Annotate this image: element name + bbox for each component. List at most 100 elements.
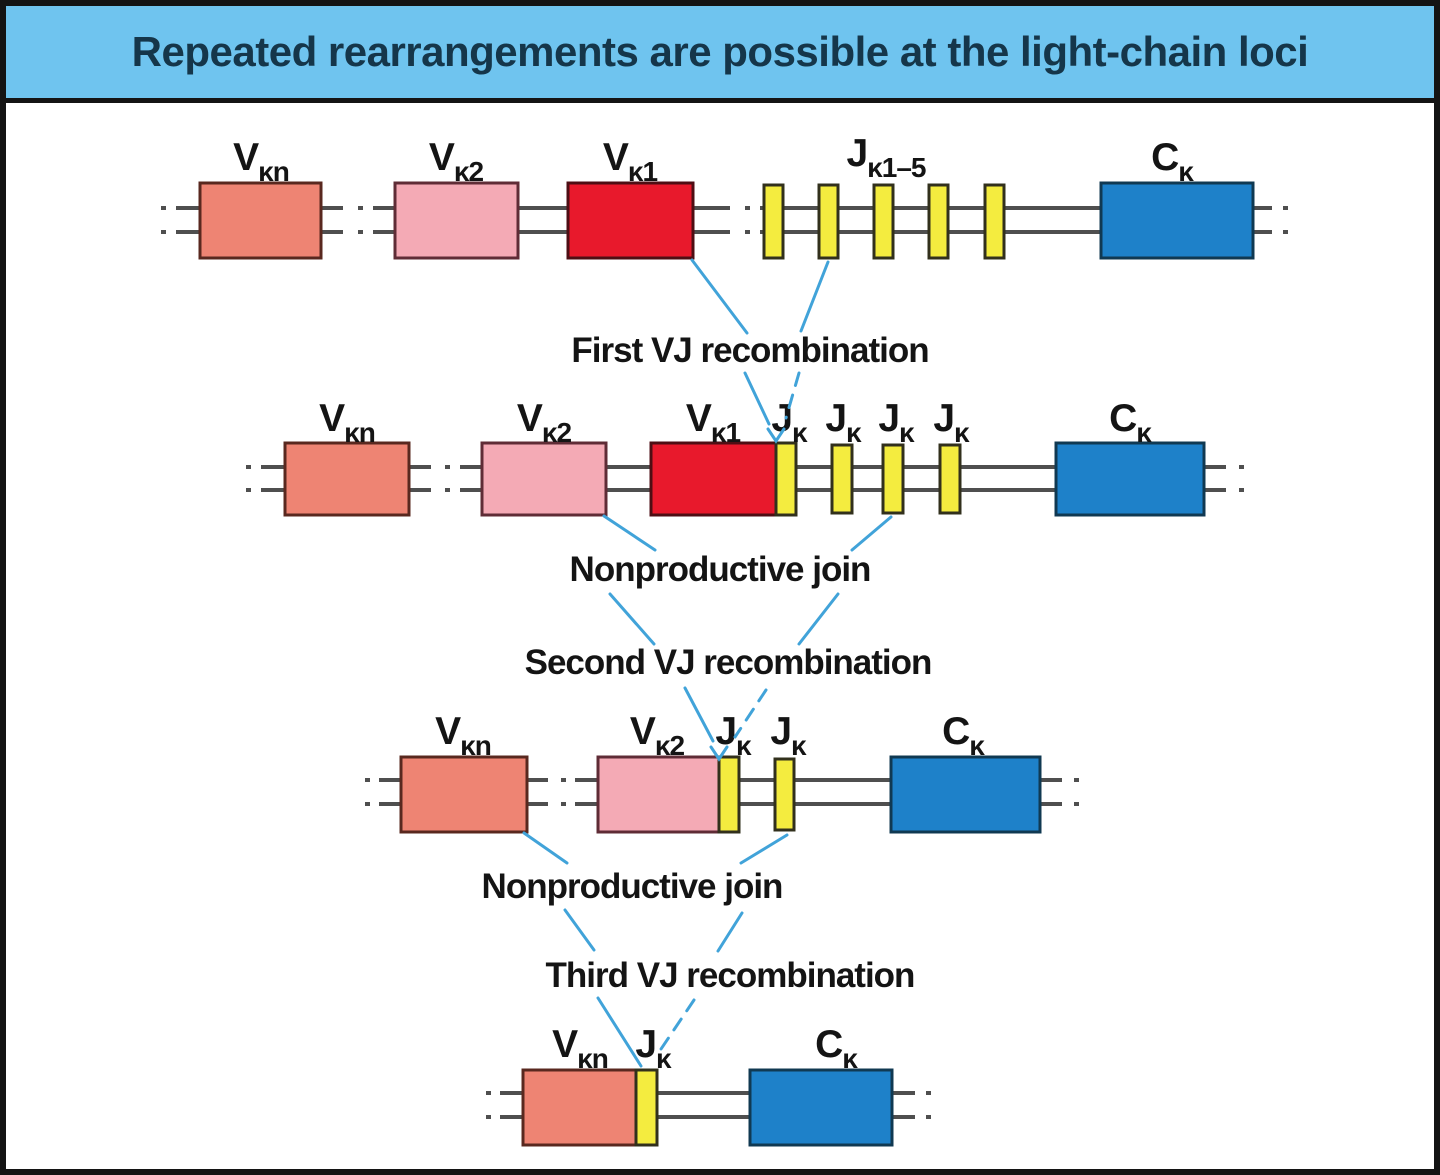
annotation-nonproductive-join-2: Nonproductive join <box>482 867 783 906</box>
gene-box-c-k-r3 <box>889 755 1042 834</box>
gene-label-v-kn-r3: Vκn <box>435 710 491 761</box>
label-sub: κn <box>344 417 375 448</box>
connector-j-to-nonproductive-1 <box>850 515 893 552</box>
label-sub: κ <box>954 417 970 448</box>
gene-box-c-k-r1 <box>1099 181 1255 260</box>
gene-box-v-kn-r3 <box>399 755 529 834</box>
annotation-second-vj-recombination: Second VJ recombination <box>525 643 932 682</box>
junction-caret-r2 <box>766 427 786 444</box>
label-sub: κ2 <box>655 730 685 761</box>
gene-box-v-k2-r3 <box>596 755 721 834</box>
connector-third-vj-to-join <box>596 996 643 1068</box>
gene-label-v-k2-r1: Vκ2 <box>429 136 484 187</box>
gene-label-v-k2-r2: Vκ2 <box>517 397 572 448</box>
gene-label-v-kn-r1: Vκn <box>233 136 289 187</box>
connector-j-to-first-vj <box>799 260 830 333</box>
j-segment-bar-r2-3 <box>938 443 962 515</box>
gene-box-v-kn-r2 <box>283 441 411 517</box>
gene-label-j-k-r2-1: Jκ <box>825 397 862 448</box>
connector-second-vj-to-join-dashed <box>733 688 768 739</box>
label-sub: κ <box>792 417 808 448</box>
locus-row-4-third-rearrangement: Vκn Jκ Cκ <box>521 1023 894 1147</box>
gene-box-v-k1-r1 <box>566 181 695 260</box>
gene-label-j-k-r4-0: Jκ <box>635 1023 672 1074</box>
label-sub: κn <box>460 730 491 761</box>
label-main: J <box>846 132 867 175</box>
label-main: V <box>319 397 345 440</box>
connector-vn-to-nonproductive-2 <box>522 831 569 865</box>
gene-box-c-k-r4 <box>748 1068 894 1147</box>
j-segment-joined-r3 <box>717 755 741 834</box>
junction-caret-r3 <box>709 745 729 762</box>
label-sub: κ <box>846 417 862 448</box>
j-segment-bar-r1-1 <box>762 183 785 260</box>
connector-nonproductive-2-to-third-vj-left <box>563 908 596 952</box>
gene-label-v-k2-r3: Vκ2 <box>630 710 685 761</box>
label-main: J <box>635 1023 656 1066</box>
label-sub: κ <box>791 730 807 761</box>
gene-label-j-k-r3-1: Jκ <box>770 710 807 761</box>
gene-label-j-k-r3-0: Jκ <box>715 710 752 761</box>
gene-label-v-kn-r2: Vκn <box>319 397 375 448</box>
label-main: V <box>429 136 455 179</box>
label-main: C <box>942 710 970 753</box>
locus-row-3-second-rearrangement: Vκn Vκ2 Jκ Jκ Cκ <box>399 710 1042 834</box>
gene-box-v-k1-r2 <box>649 441 778 517</box>
j-segment-bar-r2-2 <box>881 443 905 515</box>
connector-first-vj-to-join <box>743 371 771 426</box>
j-segment-bar-r1-3 <box>872 183 895 260</box>
connector-nonproductive-1-to-second-vj-right <box>797 592 840 646</box>
connector-first-vj-to-join-dashed <box>784 371 801 420</box>
j-segment-bar-r3-1 <box>773 757 796 832</box>
label-sub: κ1–5 <box>867 152 926 183</box>
gene-label-c-k-r4: Cκ <box>815 1023 858 1074</box>
connector-v2-to-nonproductive-1 <box>602 514 657 552</box>
label-main: J <box>715 710 736 753</box>
gene-box-c-k-r2 <box>1054 441 1206 517</box>
label-sub: κ1 <box>628 156 658 187</box>
j-segment-bar-r1-2 <box>817 183 840 260</box>
label-main: V <box>686 397 712 440</box>
connector-v1-to-first-vj <box>690 258 749 335</box>
label-sub: κ <box>1178 156 1194 187</box>
gene-label-j-k-r2-3: Jκ <box>933 397 970 448</box>
label-sub: κ <box>969 730 985 761</box>
label-main: V <box>630 710 656 753</box>
label-main: V <box>603 136 629 179</box>
label-sub: κ <box>1136 417 1152 448</box>
label-sub: κ2 <box>542 417 572 448</box>
locus-row-2-first-rearrangement: Vκn Vκ2 Vκ1 Jκ Jκ Jκ Jκ Cκ <box>283 397 1206 517</box>
label-main: J <box>878 397 899 440</box>
gene-box-v-k2-r1 <box>393 181 520 260</box>
annotation-nonproductive-join-1: Nonproductive join <box>570 550 871 589</box>
connector-j-to-nonproductive-2 <box>739 833 789 865</box>
label-sub: κn <box>258 156 289 187</box>
gene-label-v-k1-r2: Vκ1 <box>686 397 741 448</box>
j-segment-joined-r4 <box>634 1068 659 1147</box>
figure-title: Repeated rearrangements are possible at … <box>131 28 1309 75</box>
gene-label-v-k1-r1: Vκ1 <box>603 136 658 187</box>
j-segment-joined-r2 <box>774 441 798 517</box>
gene-label-j-k-r2-2: Jκ <box>878 397 915 448</box>
gene-label-j-k1-5-r1: Jκ1–5 <box>846 132 925 183</box>
label-main: V <box>233 136 259 179</box>
connector-nonproductive-2-to-third-vj-right <box>716 911 744 953</box>
gene-label-c-k-r3: Cκ <box>942 710 985 761</box>
gene-box-v-kn-r1 <box>198 181 323 260</box>
label-sub: κ <box>899 417 915 448</box>
gene-box-v-k2-r2 <box>480 441 608 517</box>
label-sub: κ <box>736 730 752 761</box>
gene-label-c-k-r2: Cκ <box>1109 397 1152 448</box>
label-main: V <box>517 397 543 440</box>
label-sub: κ1 <box>711 417 741 448</box>
j-segment-bar-r1-5 <box>983 183 1006 260</box>
annotation-third-vj-recombination: Third VJ recombination <box>546 956 915 995</box>
annotation-first-vj-recombination: First VJ recombination <box>571 331 928 370</box>
label-main: C <box>1151 136 1179 179</box>
gene-label-c-k-r1: Cκ <box>1151 136 1194 187</box>
label-main: V <box>552 1023 578 1066</box>
header-banner: Repeated rearrangements are possible at … <box>6 6 1434 103</box>
label-main: V <box>435 710 461 753</box>
